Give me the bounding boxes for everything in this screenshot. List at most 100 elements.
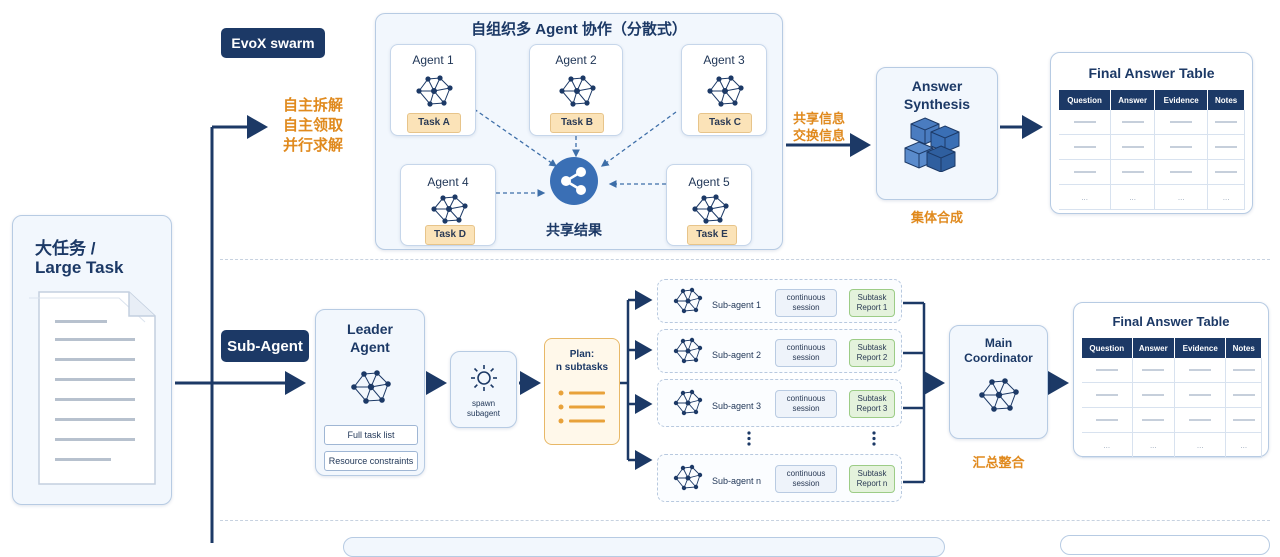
swarm-dashed-links (473, 108, 677, 197)
agent-card-5: Agent 5 Task E (666, 164, 752, 246)
full-task-list-box: Full task list (324, 425, 418, 445)
cubes-icon (904, 117, 960, 172)
agent-name: Agent 1 (412, 53, 454, 67)
neural-network-icon (673, 389, 703, 416)
session-line2: session (792, 404, 820, 413)
spawn-subagent-label: spawn subagent (451, 399, 516, 419)
leader-agent-card: Leader Agent Full task list Resource con… (315, 309, 425, 476)
list-icon (558, 390, 605, 424)
report-line1: Subtask (857, 394, 887, 403)
neural-network-icon (979, 378, 1019, 412)
report-line2: Report 2 (856, 353, 888, 362)
final-answer-table-title: Final Answer Table (1088, 65, 1215, 81)
summary-integration-caption: 汇总整合 (972, 455, 1025, 470)
share-info-label: 共享信息 (793, 111, 846, 126)
swarm-step-claim: 自主领取 (283, 117, 344, 134)
final-answer-table-title: Final Answer Table (1112, 314, 1230, 329)
leader-title-line1: Leader (347, 321, 393, 337)
neural-network-icon (692, 194, 729, 224)
table-row: ............ (1082, 432, 1262, 458)
subagent-name: Sub-agent 1 (712, 300, 762, 310)
more-subagents-ellipsis (747, 431, 876, 446)
agent-name: Agent 4 (427, 175, 469, 189)
session-line1: continuous (786, 469, 826, 478)
subagent-name: Sub-agent 3 (712, 401, 762, 411)
coordinator-title-line1: Main (984, 336, 1013, 350)
swarm-panel-title: 自组织多 Agent 协作（分散式） (471, 21, 687, 38)
final-answer-table-bottom: Final Answer Table Question Answer Evide… (1073, 302, 1269, 458)
col-notes: Notes (1225, 338, 1262, 358)
main-coordinator-title: Main Coordinator (950, 336, 1047, 366)
large-task-card: 大任务 / Large Task (12, 215, 172, 505)
leader-agent-title: Leader Agent (316, 320, 424, 356)
col-answer: Answer (1110, 90, 1156, 110)
neural-network-icon (431, 194, 468, 224)
shared-result-label: 共享结果 (546, 222, 602, 238)
large-task-title-cn: 大任务 / (35, 239, 96, 258)
agent-name: Agent 2 (555, 53, 597, 67)
spawn-label-line2: subagent (467, 409, 500, 418)
synthesis-title-line1: Answer (911, 78, 963, 94)
col-evidence: Evidence (1154, 90, 1209, 110)
coordinator-title-line2: Coordinator (964, 351, 1033, 365)
task-tag: Task C (698, 113, 752, 133)
table-row: ............ (1059, 184, 1245, 210)
answer-table: Question Answer Evidence Notes .........… (1059, 90, 1245, 210)
main-coordinator-card: Main Coordinator (949, 325, 1048, 439)
collective-synthesis-caption: 集体合成 (910, 210, 963, 225)
exchange-info-labels: 共享信息 交换信息 (793, 110, 845, 144)
plan-title: Plan: n subtasks (545, 348, 619, 374)
swarm-step-solve: 并行求解 (283, 137, 344, 154)
document-icon (29, 291, 156, 485)
col-answer: Answer (1132, 338, 1176, 358)
leader-title-line2: Agent (350, 339, 390, 355)
share-icon (550, 157, 598, 205)
neural-network-icon (559, 75, 596, 107)
next-section-panel-partial (343, 537, 945, 557)
session-line1: continuous (786, 293, 826, 302)
spawn-label-line1: spawn (471, 399, 496, 408)
connector-layer (175, 115, 1069, 543)
subagent-name: Sub-agent 2 (712, 350, 762, 360)
synthesis-title-line2: Synthesis (903, 96, 971, 112)
task-tag: Task D (425, 225, 475, 245)
report-line1: Subtask (857, 469, 887, 478)
final-answer-table-top: Final Answer Table Question Answer Evide… (1050, 52, 1253, 214)
swarm-step-decompose: 自主拆解 (283, 97, 344, 114)
session-line1: continuous (786, 394, 826, 403)
subagent-name: Sub-agent n (712, 476, 762, 486)
report-line2: Report 3 (856, 404, 888, 413)
report-line2: Report 1 (856, 303, 888, 312)
next-section-table-partial (1060, 535, 1270, 555)
table-row (1059, 134, 1245, 160)
plan-title-line1: Plan: (569, 349, 595, 360)
table-row (1082, 382, 1262, 408)
task-tag: Task B (550, 113, 604, 133)
report-line2: Report n (856, 479, 888, 488)
section-divider-bottom (220, 520, 1270, 521)
col-question: Question (1059, 90, 1112, 110)
sun-spawn-icon (471, 365, 497, 391)
plan-title-line2: n subtasks (555, 362, 609, 373)
section-divider-top (220, 259, 1270, 260)
table-row (1082, 407, 1262, 433)
exchange-info-label: 交换信息 (793, 128, 846, 143)
evox-swarm-badge: EvoX swarm (221, 28, 325, 58)
session-line1: continuous (786, 343, 826, 352)
table-row (1059, 110, 1245, 135)
table-row (1059, 159, 1245, 185)
report-line1: Subtask (857, 293, 887, 302)
col-evidence: Evidence (1174, 338, 1227, 358)
swarm-panel: 自组织多 Agent 协作（分散式） Agent 1 Task A Agent … (375, 13, 783, 250)
